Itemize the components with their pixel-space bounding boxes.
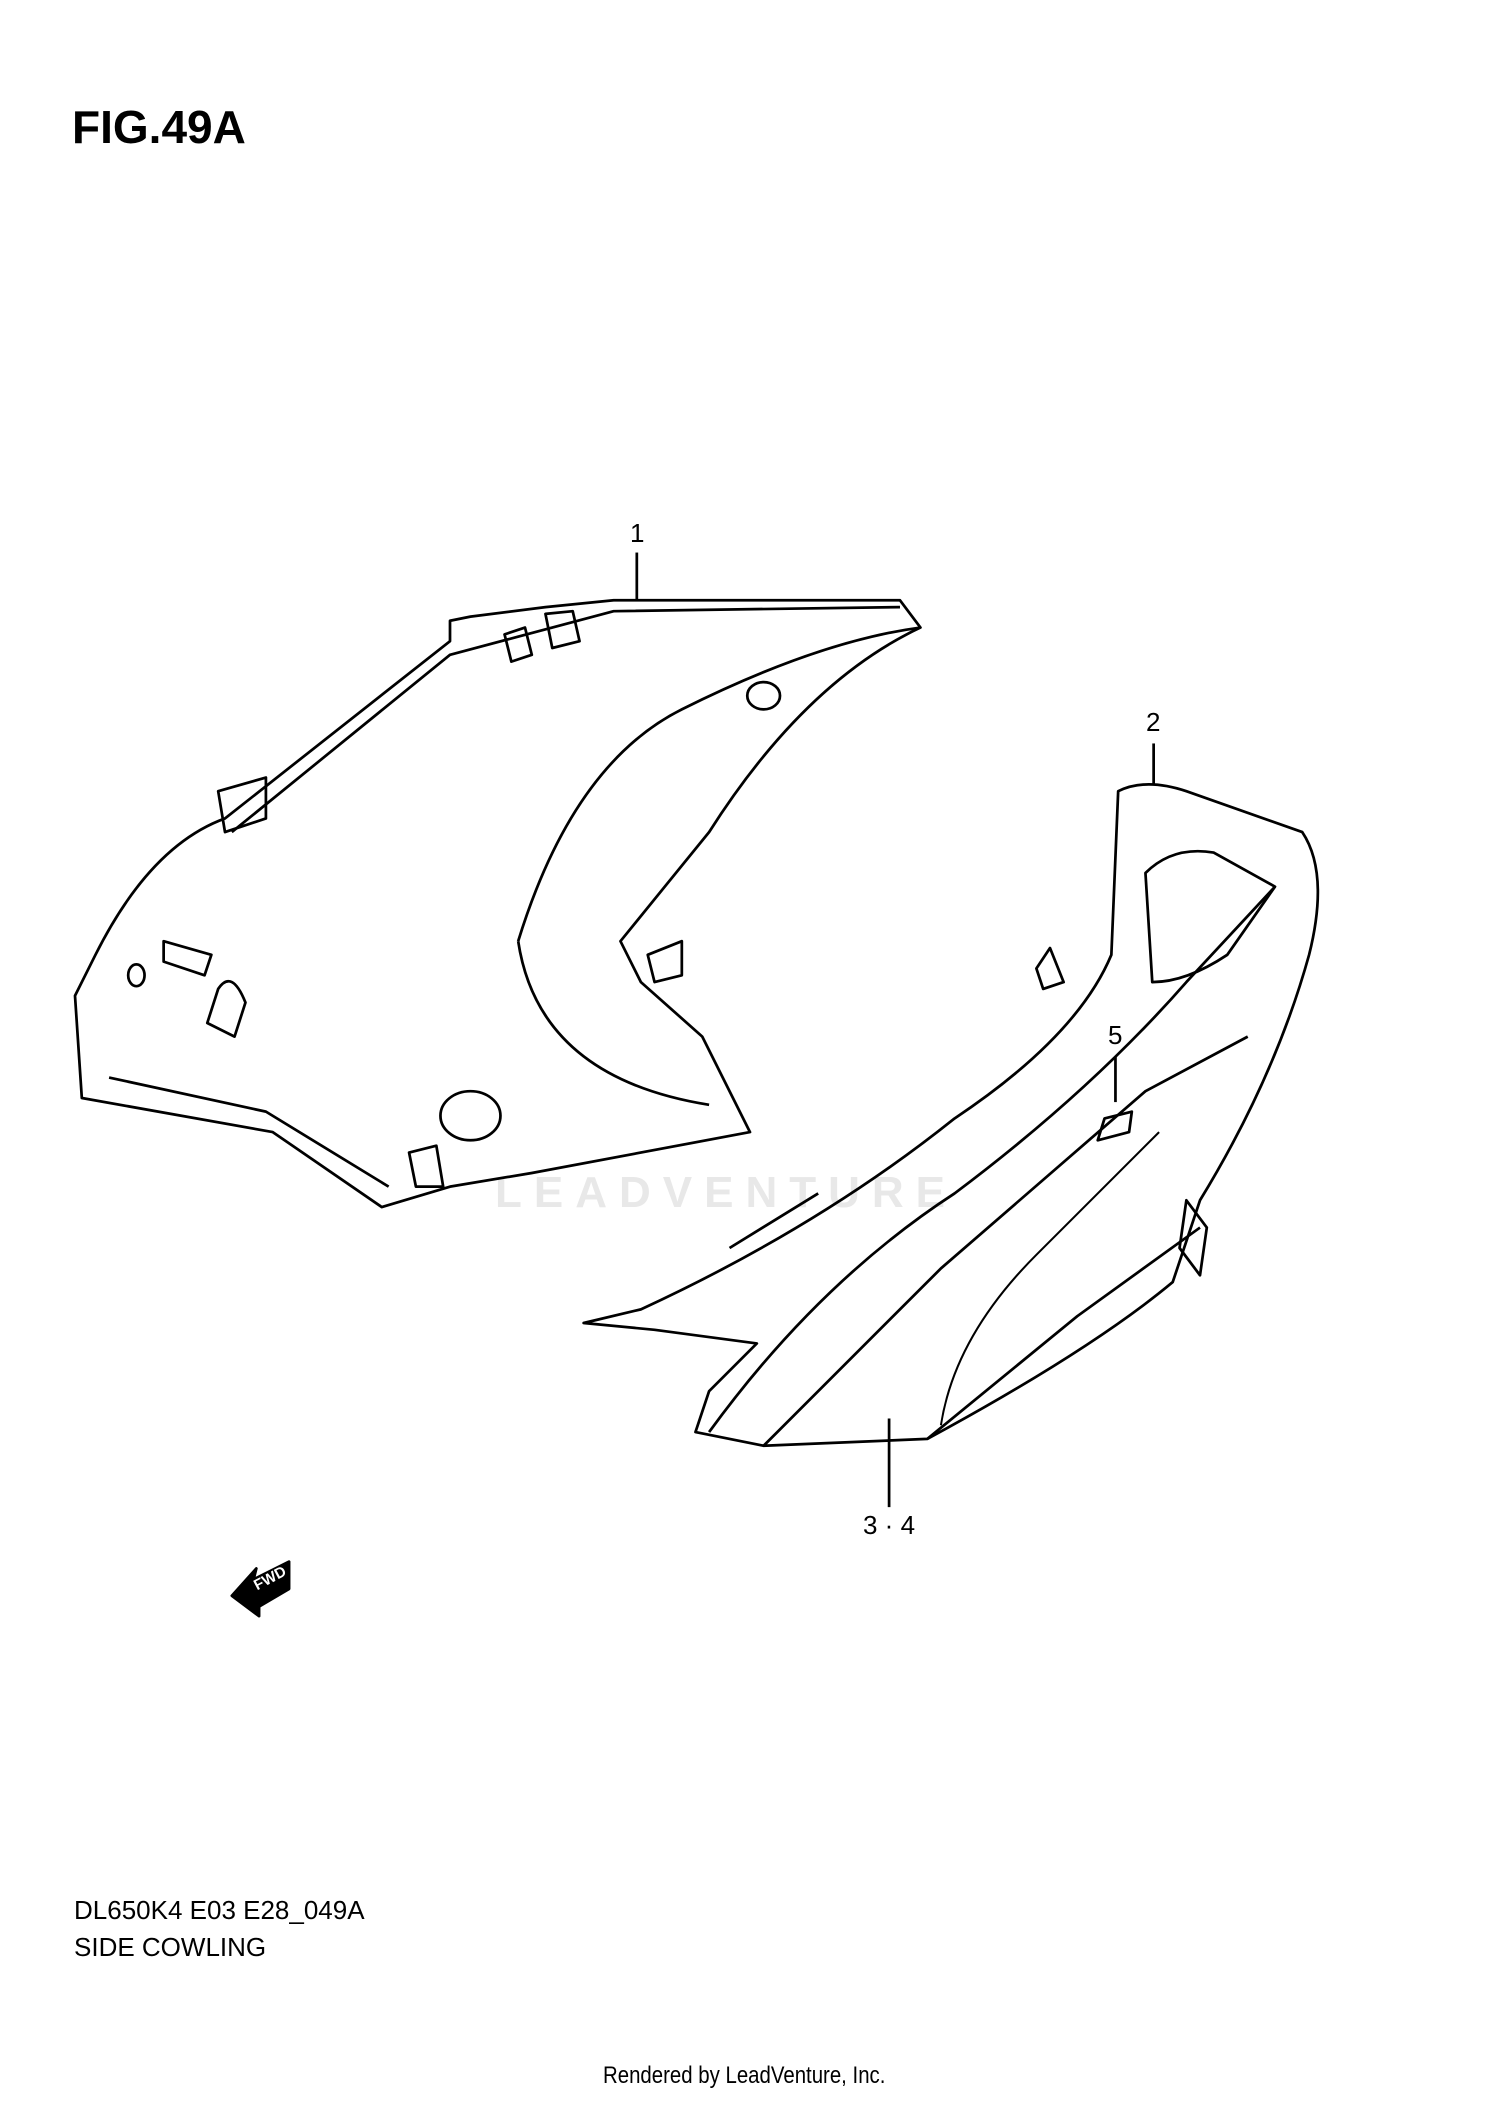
callout-1[interactable]: 1 [630, 518, 645, 548]
watermark: LEADVENTURE [495, 1168, 958, 1217]
callout-leaders [635, 552, 1155, 1508]
figure-title: FIG.49A [72, 101, 246, 153]
part-2-side-cowling-right[interactable] [582, 783, 1320, 1448]
callout-5[interactable]: 5 [1108, 1020, 1123, 1050]
diagram-name: SIDE COWLING [74, 1932, 267, 1962]
rendered-by: Rendered by LeadVenture, Inc. [603, 2062, 886, 2089]
diagram-code: DL650K4 E03 E28_049A [74, 1895, 365, 1925]
fwd-arrow-icon [230, 1560, 291, 1618]
callout-3-4[interactable]: 3 · 4 [863, 1510, 916, 1540]
part-1-side-cowling-left[interactable] [73, 598, 922, 1209]
callout-2[interactable]: 2 [1146, 707, 1161, 737]
